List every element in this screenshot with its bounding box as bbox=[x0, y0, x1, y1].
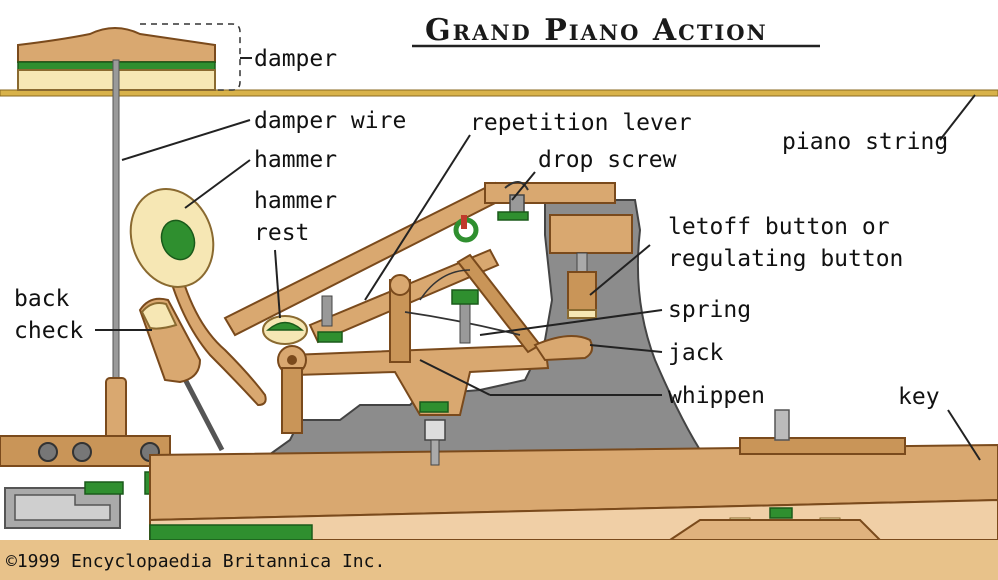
label-hammer-rest-line1: hammer bbox=[254, 188, 337, 214]
back-check bbox=[138, 297, 225, 452]
label-back-check-line1: back bbox=[14, 286, 70, 312]
hammer bbox=[129, 188, 267, 407]
label-letoff-line1: letoff button or bbox=[668, 214, 890, 240]
damper bbox=[17, 23, 241, 91]
label-letoff-line2: regulating button bbox=[668, 246, 903, 272]
damper-rail bbox=[0, 435, 171, 467]
label-hammer-rest-line2: rest bbox=[254, 220, 309, 246]
key-felt-front bbox=[149, 524, 313, 541]
label-drop-screw: drop screw bbox=[538, 147, 677, 173]
label-back-check-line2: check bbox=[14, 318, 83, 344]
label-damper-wire: damper wire bbox=[254, 108, 406, 134]
label-key: key bbox=[898, 384, 940, 410]
whippen bbox=[277, 274, 550, 466]
label-repetition-lever: repetition lever bbox=[470, 110, 692, 136]
label-damper: damper bbox=[254, 46, 337, 72]
jack bbox=[456, 253, 594, 362]
damper-wire bbox=[112, 59, 120, 386]
key bbox=[149, 409, 998, 541]
label-piano-string: piano string bbox=[782, 129, 948, 155]
label-whippen: whippen bbox=[668, 383, 765, 409]
label-hammer: hammer bbox=[254, 147, 337, 173]
label-spring: spring bbox=[668, 297, 751, 323]
diagram-title: Grand Piano Action bbox=[425, 13, 768, 48]
letoff-button bbox=[549, 214, 633, 319]
footer-band bbox=[0, 540, 998, 580]
hammer-rest bbox=[262, 315, 308, 345]
piano-string bbox=[0, 89, 998, 97]
copyright-credit: ©1999 Encyclopaedia Britannica Inc. bbox=[6, 551, 385, 572]
label-jack: jack bbox=[668, 340, 724, 366]
repetition-spring-regulator bbox=[451, 289, 479, 344]
